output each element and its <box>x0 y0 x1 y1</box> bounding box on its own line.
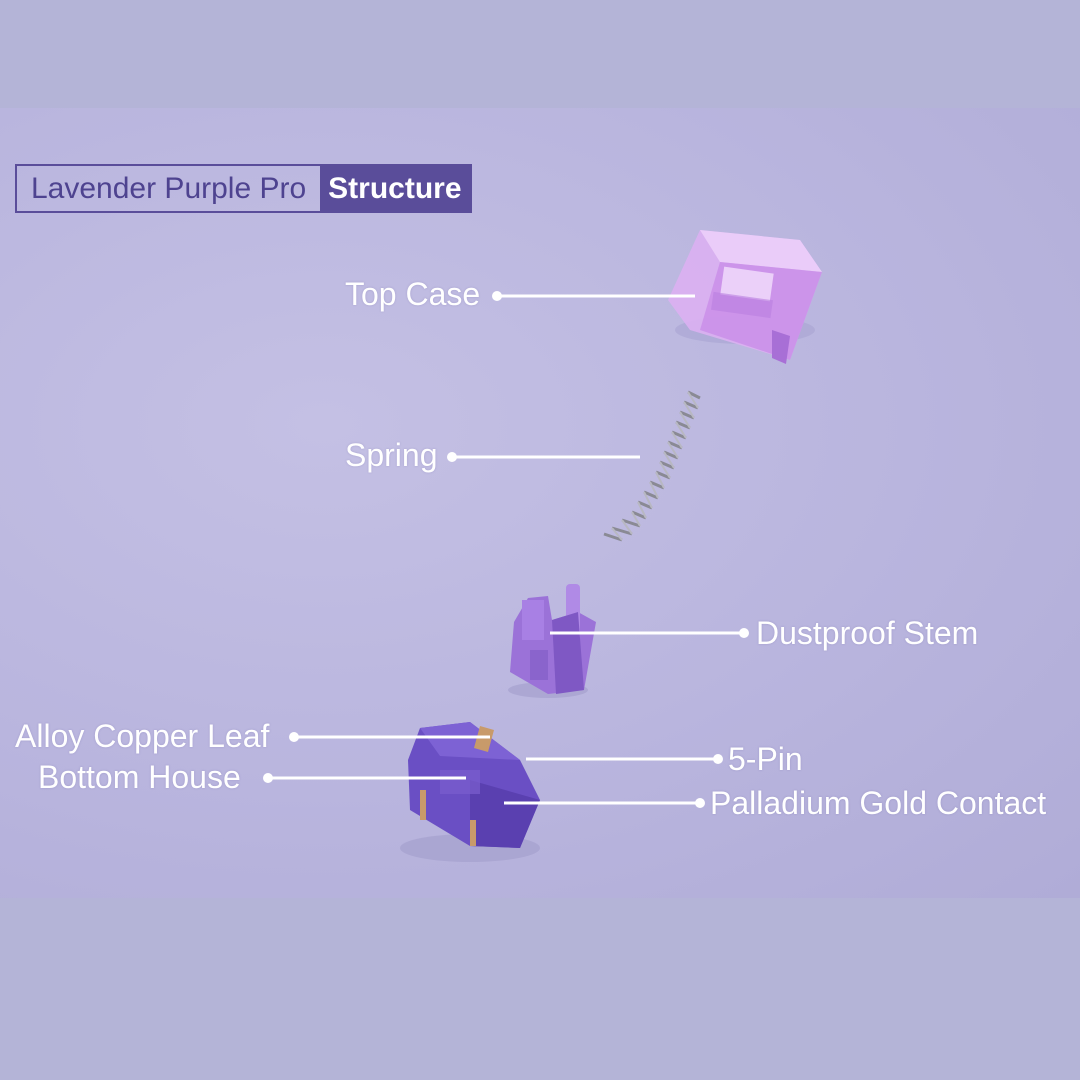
dot-pins <box>713 754 723 764</box>
top-case-part <box>668 230 822 364</box>
top-band <box>0 0 1080 108</box>
stem-part <box>510 584 596 694</box>
product-name: Lavender Purple Pro <box>31 172 307 205</box>
label-contact: Palladium Gold Contact <box>710 785 1047 821</box>
label-stem: Dustproof Stem <box>756 615 979 651</box>
label-top-case: Top Case <box>345 276 481 312</box>
dot-contact <box>695 798 705 808</box>
dot-stem <box>739 628 749 638</box>
spring-part <box>603 390 701 542</box>
product-photo <box>0 108 1080 898</box>
bottom-band <box>0 898 1080 1080</box>
label-pins: 5-Pin <box>728 741 803 777</box>
label-bottom-house: Bottom House <box>38 759 241 795</box>
bottom-housing-part <box>408 722 540 848</box>
title-badge: Lavender Purple Pro Structure <box>15 164 472 213</box>
leader-lines <box>263 291 749 808</box>
label-spring: Spring <box>345 437 438 473</box>
dot-top-case <box>492 291 502 301</box>
dot-leaf <box>289 732 299 742</box>
label-leaf: Alloy Copper Leaf <box>15 718 270 754</box>
dot-bottom <box>263 773 273 783</box>
dot-spring <box>447 452 457 462</box>
section-tag: Structure <box>320 166 470 211</box>
